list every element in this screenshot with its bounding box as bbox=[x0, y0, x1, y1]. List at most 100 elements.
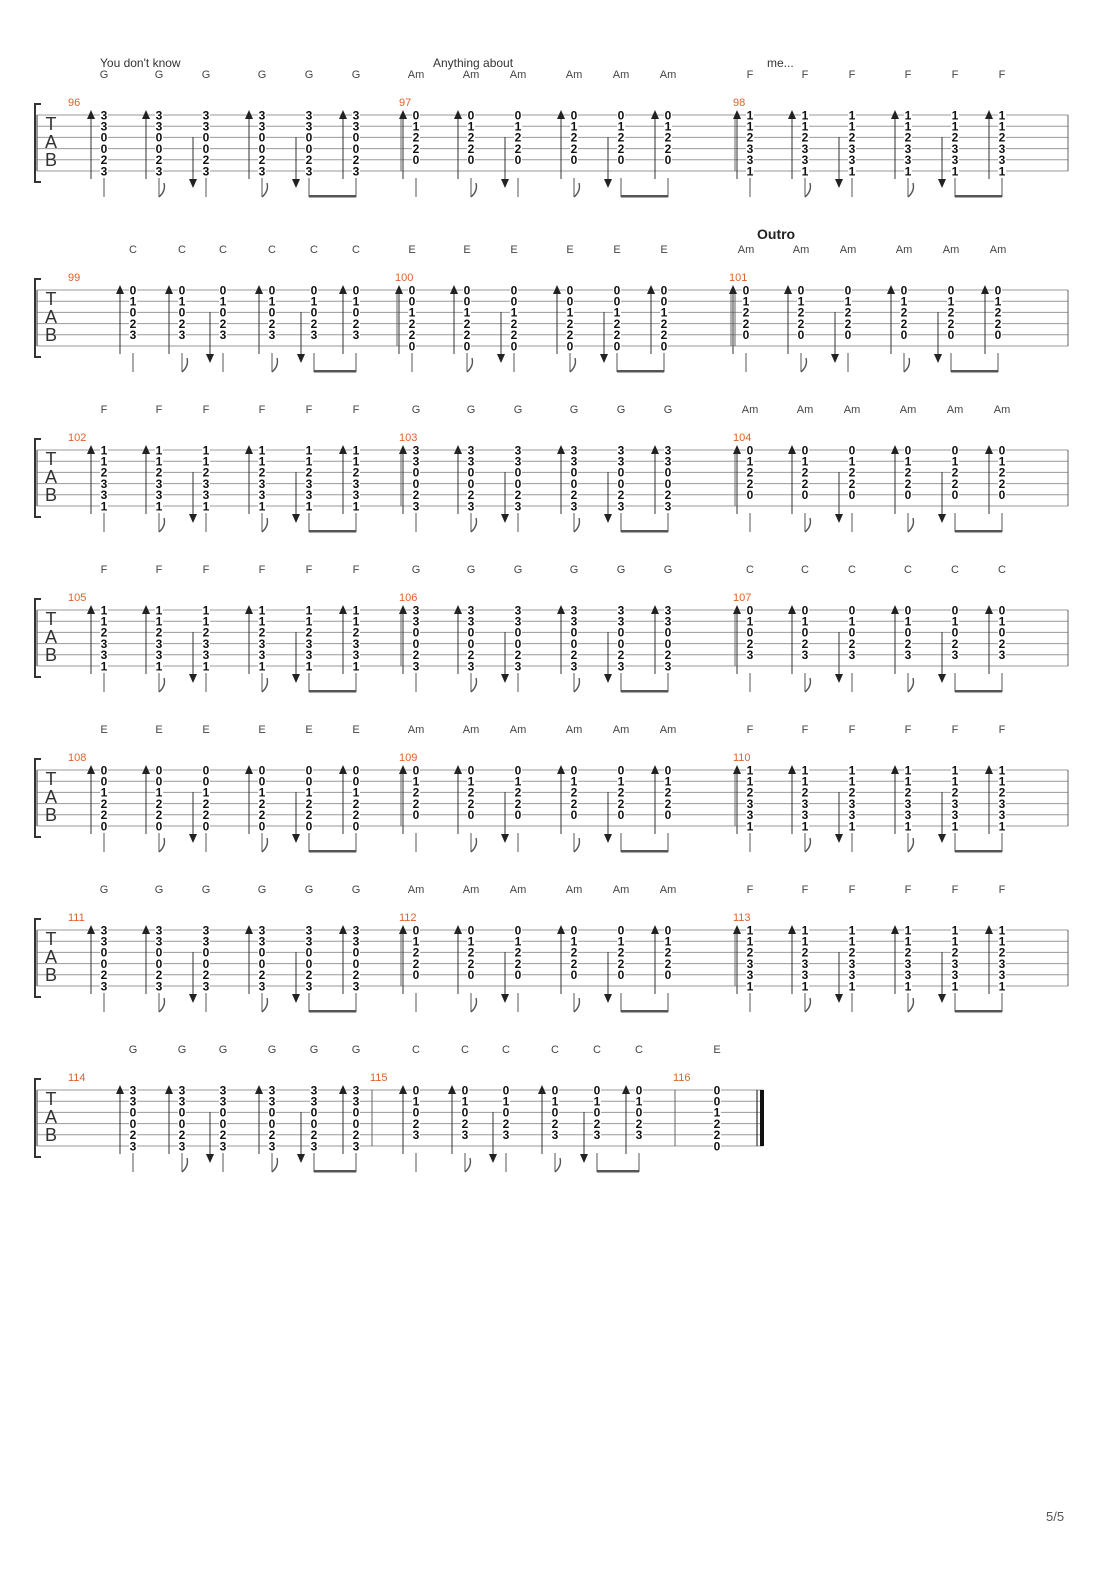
fret-bg bbox=[848, 820, 856, 832]
fret-number: 3 bbox=[203, 164, 210, 178]
tab-clef-letter: T bbox=[46, 609, 57, 629]
fret-bg bbox=[202, 615, 210, 627]
chord-name: G bbox=[352, 1044, 361, 1056]
fret-bg bbox=[202, 649, 210, 661]
chord-name: C bbox=[502, 1044, 510, 1056]
fret-number: 0 bbox=[468, 626, 475, 640]
strum-up-arrowhead bbox=[454, 605, 462, 614]
chord-name: Am bbox=[613, 69, 630, 81]
fret-bg bbox=[801, 143, 809, 155]
tab-clef-letter: T bbox=[46, 289, 57, 309]
strum-up-arrowhead bbox=[116, 1085, 124, 1094]
fret-bg bbox=[463, 284, 471, 296]
fret-number: 2 bbox=[259, 626, 266, 640]
fret-bg bbox=[742, 306, 750, 318]
fret-number: 0 bbox=[714, 1139, 721, 1153]
fret-bg bbox=[310, 1118, 318, 1130]
fret-bg bbox=[848, 980, 856, 992]
system-bracket bbox=[34, 438, 41, 518]
fret-number: 0 bbox=[665, 477, 672, 491]
fret-number: 0 bbox=[203, 142, 210, 156]
strum-down-arrowhead bbox=[831, 354, 839, 363]
fret-bg bbox=[797, 295, 805, 307]
fret-bg bbox=[998, 120, 1006, 132]
chord-name: Am bbox=[510, 884, 527, 896]
fret-bg bbox=[848, 478, 856, 490]
fret-bg bbox=[258, 764, 266, 776]
note-flag bbox=[470, 517, 478, 533]
fret-number: 1 bbox=[101, 455, 108, 469]
fret-number: 1 bbox=[802, 819, 809, 833]
fret-bg bbox=[617, 478, 625, 490]
fret-bg bbox=[310, 318, 318, 330]
fret-bg bbox=[660, 340, 668, 352]
fret-number: 1 bbox=[594, 1095, 601, 1109]
note-beam bbox=[314, 370, 356, 373]
fret-number: 0 bbox=[999, 626, 1006, 640]
fret-bg bbox=[155, 478, 163, 490]
fret-bg bbox=[412, 1118, 420, 1130]
fret-bg bbox=[570, 120, 578, 132]
fret-number: 1 bbox=[905, 819, 912, 833]
fret-number: 0 bbox=[515, 968, 522, 982]
fret-bg bbox=[514, 444, 522, 456]
fret-bg bbox=[510, 295, 518, 307]
fret-number: 0 bbox=[515, 808, 522, 822]
fret-number: 2 bbox=[413, 946, 420, 960]
fret-bg bbox=[848, 626, 856, 638]
chord-name: Am bbox=[408, 69, 425, 81]
fret-bg bbox=[746, 764, 754, 776]
fret-bg bbox=[801, 798, 809, 810]
fret-bg bbox=[268, 1095, 276, 1107]
note-beam bbox=[621, 195, 668, 198]
fret-bg bbox=[268, 284, 276, 296]
fret-bg bbox=[801, 649, 809, 661]
fret-number: 0 bbox=[747, 443, 754, 457]
fret-bg bbox=[900, 284, 908, 296]
measure-101: 101Am01220Am01220Am01220Am01220Am01220Am… bbox=[729, 244, 1069, 373]
fret-bg bbox=[904, 615, 912, 627]
note-flag bbox=[470, 837, 478, 853]
fret-bg bbox=[467, 604, 475, 616]
fret-bg bbox=[801, 165, 809, 177]
fret-number: 1 bbox=[413, 1095, 420, 1109]
fret-number: 2 bbox=[999, 466, 1006, 480]
fret-bg bbox=[258, 786, 266, 798]
fret-number: 0 bbox=[618, 763, 625, 777]
fret-number: 2 bbox=[948, 306, 955, 320]
note-flag bbox=[158, 517, 166, 533]
fret-bg bbox=[258, 143, 266, 155]
fret-bg bbox=[514, 489, 522, 501]
fret-number: 1 bbox=[952, 615, 959, 629]
fret-number: 2 bbox=[101, 466, 108, 480]
fret-bg bbox=[904, 626, 912, 638]
fret-bg bbox=[746, 165, 754, 177]
fret-number: 3 bbox=[515, 443, 522, 457]
fret-bg bbox=[258, 500, 266, 512]
fret-bg bbox=[951, 444, 959, 456]
fret-bg bbox=[352, 1140, 360, 1152]
fret-bg bbox=[514, 969, 522, 981]
measure-104: 104Am01220Am01220Am01220Am01220Am01220Am… bbox=[733, 404, 1069, 533]
fret-number: 1 bbox=[952, 164, 959, 178]
strum-down-arrowhead bbox=[835, 834, 843, 843]
strum-down-arrowhead bbox=[206, 354, 214, 363]
fret-number: 1 bbox=[999, 935, 1006, 949]
fret-bg bbox=[848, 143, 856, 155]
fret-bg bbox=[310, 1129, 318, 1141]
fret-bg bbox=[801, 809, 809, 821]
fret-number: 2 bbox=[259, 808, 266, 822]
system-bracket bbox=[34, 1078, 41, 1158]
fret-bg bbox=[352, 120, 360, 132]
measure-number: 98 bbox=[733, 97, 745, 109]
fret-bg bbox=[660, 318, 668, 330]
fret-bg bbox=[129, 1106, 137, 1118]
fret-bg bbox=[904, 820, 912, 832]
fret-bg bbox=[178, 1129, 186, 1141]
fret-number: 3 bbox=[468, 603, 475, 617]
fret-bg bbox=[219, 1129, 227, 1141]
fret-number: 2 bbox=[413, 142, 420, 156]
fret-bg bbox=[635, 1118, 643, 1130]
fret-number: 0 bbox=[311, 283, 318, 297]
fret-bg bbox=[100, 798, 108, 810]
